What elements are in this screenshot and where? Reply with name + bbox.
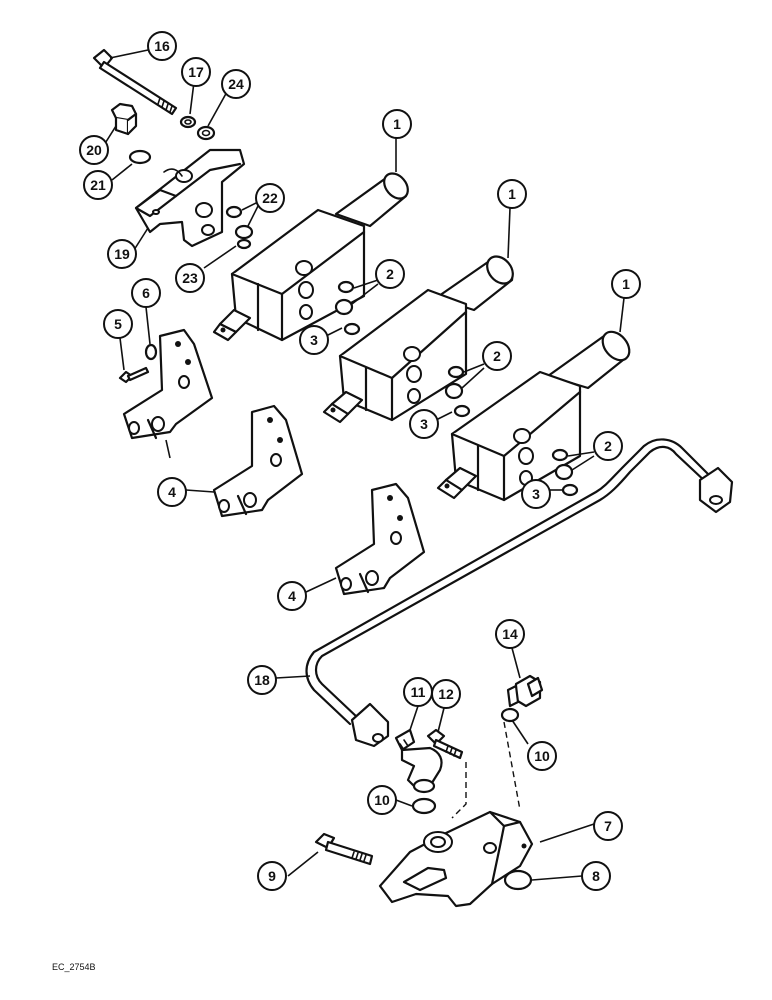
svg-text:5: 5 (114, 316, 122, 332)
valve-section-1-top (212, 172, 409, 342)
drawing-reference: EC_2754B (52, 962, 96, 972)
bolt-9 (314, 832, 374, 866)
svg-text:20: 20 (86, 142, 102, 158)
callout-21: 21 (83, 170, 113, 200)
svg-text:2: 2 (604, 438, 612, 454)
svg-text:4: 4 (288, 588, 296, 604)
pipe-18 (305, 438, 734, 748)
callout-10-lower: 10 (367, 785, 397, 815)
callout-22: 22 (255, 183, 285, 213)
callout-2-middle: 2 (482, 341, 512, 371)
callout-1-top: 1 (382, 109, 412, 139)
callout-17: 17 (181, 57, 211, 87)
svg-text:4: 4 (168, 484, 176, 500)
bracket-4-middle (212, 404, 304, 518)
callout-10-upper: 10 (527, 741, 557, 771)
bracket-4-bottom (334, 482, 426, 596)
svg-text:16: 16 (154, 38, 170, 54)
bracket-4-left (122, 328, 214, 440)
leader-lines (103, 49, 625, 881)
o-ring-23 (234, 224, 254, 250)
callout-23: 23 (175, 263, 205, 293)
callout-3-top: 3 (299, 325, 329, 355)
callout-3-bottom: 3 (521, 479, 551, 509)
svg-text:1: 1 (393, 116, 401, 132)
callout-6: 6 (131, 278, 161, 308)
svg-text:24: 24 (228, 76, 244, 92)
o-rings-2-3-top (334, 280, 361, 336)
svg-text:3: 3 (532, 486, 540, 502)
callout-19: 19 (107, 239, 137, 269)
callout-1-bottom: 1 (611, 269, 641, 299)
callout-1-middle: 1 (497, 179, 527, 209)
callout-20: 20 (79, 135, 109, 165)
callout-11: 11 (403, 677, 433, 707)
svg-text:12: 12 (438, 686, 454, 702)
svg-text:7: 7 (604, 818, 612, 834)
valve-section-3-bottom (436, 330, 631, 502)
callout-7: 7 (593, 811, 623, 841)
svg-text:14: 14 (502, 626, 518, 642)
callout-16: 16 (147, 31, 177, 61)
svg-text:1: 1 (622, 276, 630, 292)
callout-2-top: 2 (375, 259, 405, 289)
screw-5 (118, 366, 150, 384)
bolt-16 (92, 48, 178, 116)
o-rings-2-3-bottom (551, 448, 579, 497)
washer-17 (179, 115, 197, 129)
svg-text:9: 9 (268, 868, 276, 884)
callout-3-middle: 3 (409, 409, 439, 439)
callout-4-bottom: 4 (277, 581, 307, 611)
svg-text:3: 3 (310, 332, 318, 348)
svg-text:19: 19 (114, 246, 130, 262)
svg-text:2: 2 (386, 266, 394, 282)
callout-2-bottom: 2 (593, 431, 623, 461)
valve-section-2-middle (322, 255, 514, 424)
washer-24 (196, 125, 216, 141)
svg-text:10: 10 (534, 748, 550, 764)
end-plate-19 (134, 148, 246, 248)
svg-text:2: 2 (493, 348, 501, 364)
plug-20 (110, 102, 138, 136)
svg-text:1: 1 (508, 186, 516, 202)
svg-text:17: 17 (188, 64, 204, 80)
o-ring-22 (225, 205, 243, 219)
washer-6 (144, 343, 158, 361)
callout-18: 18 (247, 665, 277, 695)
svg-text:10: 10 (374, 792, 390, 808)
callout-5: 5 (103, 309, 133, 339)
callout-4-left: 4 (157, 477, 187, 507)
seal-8 (503, 869, 533, 891)
svg-text:22: 22 (262, 190, 278, 206)
callout-24: 24 (221, 69, 251, 99)
seal-21 (128, 149, 152, 165)
svg-text:11: 11 (411, 684, 426, 700)
elbow-fitting-11 (394, 728, 443, 794)
o-rings-2-3-middle (444, 365, 471, 418)
bolt-12 (426, 728, 464, 760)
seal-10-upper (500, 707, 520, 723)
svg-text:23: 23 (182, 270, 198, 286)
fitting-14 (506, 674, 544, 708)
callout-8: 8 (581, 861, 611, 891)
callout-12: 12 (431, 679, 461, 709)
svg-text:6: 6 (142, 285, 150, 301)
svg-text:21: 21 (90, 177, 106, 193)
svg-text:18: 18 (254, 672, 270, 688)
seal-10-lower (411, 797, 437, 815)
valve-body-7 (378, 810, 534, 908)
callout-14: 14 (495, 619, 525, 649)
svg-text:8: 8 (592, 868, 600, 884)
callout-9: 9 (257, 861, 287, 891)
svg-text:3: 3 (420, 416, 428, 432)
dashed-assembly-lines (451, 721, 521, 819)
